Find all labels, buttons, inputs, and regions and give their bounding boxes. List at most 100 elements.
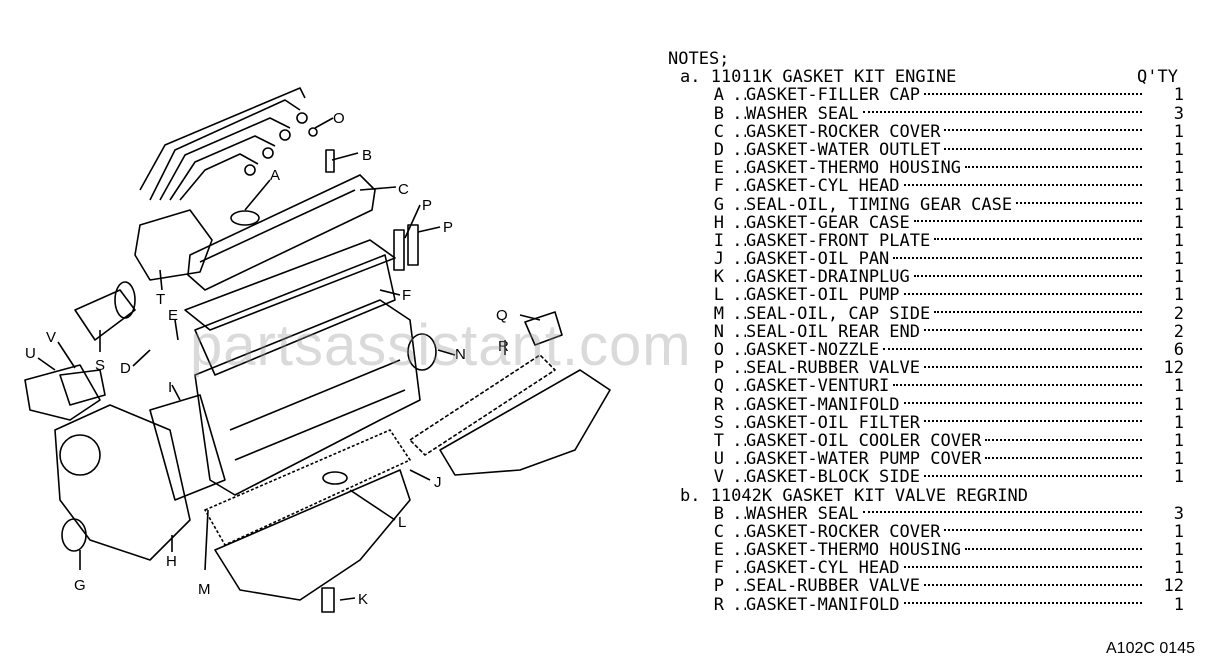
timing-oil-seal — [61, 518, 87, 552]
part-name: GASKET-THERMO HOUSING — [746, 540, 961, 561]
part-key: A — [713, 85, 724, 106]
callout-p1: P — [422, 197, 432, 214]
part-qty: 1 — [1173, 194, 1184, 215]
part-key: P — [713, 358, 724, 379]
callout-r: R — [498, 338, 509, 355]
key-dots: ... — [732, 341, 746, 360]
venturi-gasket — [524, 311, 563, 346]
part-key: K — [713, 267, 724, 288]
diagram-callouts: O B A C P P F Q R N E D S T U V I J L K … — [25, 110, 509, 608]
exhaust-manifold — [439, 369, 611, 476]
part-qty: 1 — [1173, 558, 1184, 579]
filler-cap-gasket — [230, 210, 260, 226]
part-qty: 1 — [1173, 376, 1184, 397]
part-name: GASKET-WATER OUTLET — [746, 139, 941, 160]
part-qty: 3 — [1173, 503, 1184, 524]
engine-exploded-diagram: O B A C P P F Q R N E D S T U V I J L K … — [24, 87, 611, 613]
front-plate-gasket — [149, 394, 226, 501]
dot-leader — [985, 456, 1142, 459]
key-dots: ... — [732, 104, 746, 123]
part-key: R — [713, 394, 724, 415]
dot-leader — [934, 237, 1142, 241]
callout-v: V — [46, 329, 56, 346]
part-key: R — [713, 594, 724, 615]
dot-leader — [944, 128, 1142, 132]
key-dots: ... — [732, 377, 746, 396]
dot-leader — [903, 401, 1142, 405]
part-name: WASHER SEAL — [746, 503, 859, 524]
part-qty: 1 — [1173, 176, 1184, 197]
part-key: U — [713, 449, 724, 470]
part-qty: 3 — [1173, 103, 1184, 124]
part-qty: 1 — [1173, 139, 1184, 160]
callout-i: I — [168, 379, 172, 396]
dot-leader — [862, 110, 1142, 114]
part-name: GASKET-OIL PAN — [746, 249, 890, 270]
key-dots: ... — [732, 322, 746, 342]
part-qty: 1 — [1173, 285, 1184, 306]
part-name: GASKET-OIL FILTER — [746, 412, 920, 433]
part-key: D — [713, 139, 724, 160]
callout-f: F — [402, 287, 411, 304]
part-name: GASKET-VENTURI — [746, 376, 890, 397]
part-key: C — [713, 121, 724, 142]
oil-pan — [214, 469, 411, 601]
part-row: Q ...GASKET-VENTURI 1 — [668, 377, 1228, 395]
part-qty: 1 — [1173, 230, 1184, 251]
key-dots: ... — [732, 504, 746, 523]
oil-pan-gasket — [204, 429, 411, 546]
part-qty: 1 — [1173, 121, 1184, 142]
nozzle-gasket — [308, 127, 318, 137]
dot-leader — [913, 274, 1142, 277]
callout-l: L — [398, 514, 406, 531]
key-dots: ... — [732, 213, 746, 232]
part-qty: 1 — [1173, 158, 1184, 179]
key-dots: ... — [732, 450, 746, 469]
key-dots: ... — [732, 86, 746, 105]
part-key: M — [713, 303, 724, 324]
part-qty: 1 — [1173, 212, 1184, 233]
part-qty: 1 — [1173, 594, 1184, 615]
key-dots: ... — [732, 431, 746, 451]
part-key: Q — [713, 376, 724, 397]
oil-filter — [74, 289, 136, 341]
key-dots: ... — [732, 559, 746, 578]
part-name: GASKET-MANIFOLD — [746, 394, 900, 415]
key-dots: ... — [732, 541, 746, 560]
dot-leader — [924, 583, 1142, 587]
dot-leader — [924, 474, 1142, 477]
watermark: partsassistant.com — [190, 313, 692, 378]
part-key: E — [713, 158, 724, 179]
part-qty: 1 — [1173, 267, 1184, 288]
rear-oil-seal — [407, 333, 437, 371]
rubber-valve-seal — [393, 229, 405, 271]
callout-j: J — [434, 474, 442, 491]
dot-leader — [944, 147, 1142, 150]
part-name: GASKET-BLOCK SIDE — [746, 467, 920, 488]
notes-title: NOTES; — [668, 49, 730, 69]
dot-leader — [903, 601, 1142, 605]
part-key: B — [713, 103, 724, 124]
part-name: GASKET-MANIFOLD — [746, 594, 900, 615]
dot-leader — [924, 328, 1142, 332]
kit-label: a. 11011K GASKET KIT ENGINE — [680, 67, 957, 88]
key-dots: ... — [732, 468, 746, 487]
part-key: T — [713, 430, 724, 451]
dot-leader — [964, 547, 1142, 550]
callout-k: K — [358, 591, 368, 608]
